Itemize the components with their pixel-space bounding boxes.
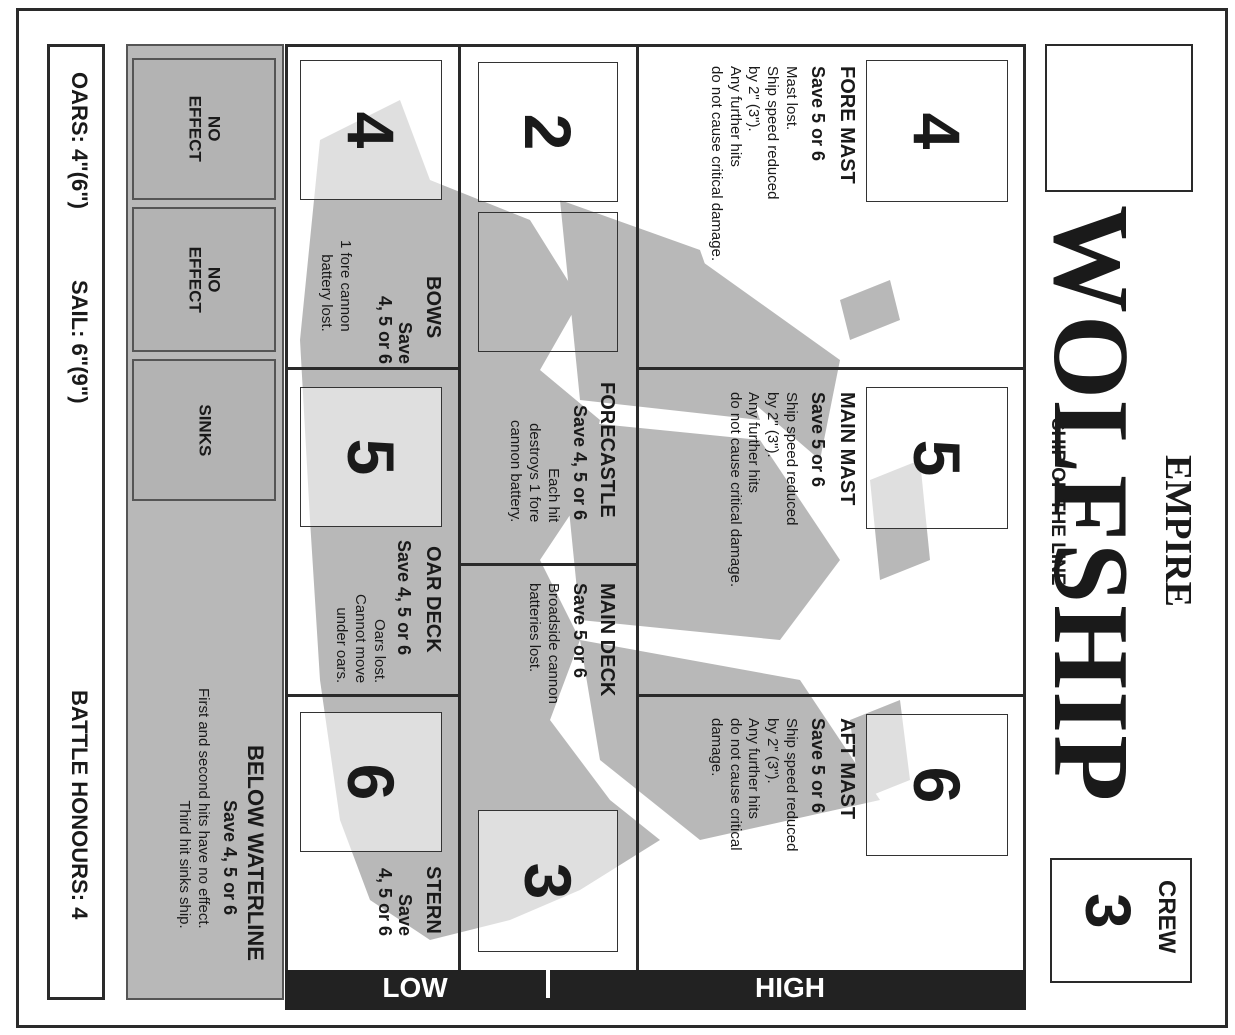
forecastle-save: Save 4, 5 or 6 xyxy=(569,405,590,520)
oar-deck-title: OAR DECK xyxy=(421,546,444,653)
main-mast-text: Ship speed reduced by 2" (3"). Any furth… xyxy=(725,392,800,587)
waterline-save: Save 4, 5 or 6 xyxy=(219,800,240,915)
waterline-cell-1: NO EFFECT xyxy=(132,58,276,200)
aft-mast-number: 6 xyxy=(866,714,1008,856)
blank-box xyxy=(1045,44,1193,192)
crew-label: CREW xyxy=(1152,880,1180,953)
bows-number: 4 xyxy=(301,59,441,201)
bows-save: Save 4, 5 or 6 xyxy=(374,296,414,364)
forecastle-text: Each hit destroys 1 fore cannon battery. xyxy=(506,420,562,522)
grid-divider xyxy=(458,44,461,972)
stern-title: STERN xyxy=(421,866,444,934)
bows-title: BOWS xyxy=(421,276,444,338)
band-high: HIGH xyxy=(740,972,840,1004)
main-mast-title: MAIN MAST xyxy=(835,392,858,505)
grid-divider xyxy=(285,367,460,370)
fore-mast-title: FORE MAST xyxy=(835,66,858,184)
main-mast-save: Save 5 or 6 xyxy=(807,392,828,487)
waterline-cell-3: SINKS xyxy=(132,359,276,501)
waterline-cell-2: NO EFFECT xyxy=(132,207,276,352)
grid-divider xyxy=(458,563,638,566)
forecastle-number: 2 xyxy=(478,62,618,202)
oar-deck-save: Save 4, 5 or 6 xyxy=(393,540,414,655)
band-divider xyxy=(546,970,550,998)
aft-mast-save: Save 5 or 6 xyxy=(807,718,828,813)
aft-mast-text: Ship speed reduced by 2" (3"). Any furth… xyxy=(706,718,800,851)
sail-stat: SAIL: 6"(9") xyxy=(66,280,92,404)
fore-mast-number: 4 xyxy=(866,60,1008,202)
main-deck-text: Broadside cannon batteries lost. xyxy=(525,583,563,704)
forecastle-blank-box xyxy=(478,212,618,352)
grid-divider xyxy=(636,694,1026,697)
faction-label: EMPIRE xyxy=(1156,455,1200,607)
oar-deck-number: 5 xyxy=(301,386,441,528)
waterline-title: BELOW WATERLINE xyxy=(242,745,268,961)
aft-mast-title: AFT MAST xyxy=(835,718,858,819)
main-deck-title: MAIN DECK xyxy=(595,583,618,696)
main-mast-number: 5 xyxy=(866,387,1008,529)
stern-save: Save 4, 5 or 6 xyxy=(374,868,414,936)
main-deck-number: 3 xyxy=(477,811,619,951)
band-low: LOW xyxy=(370,972,460,1004)
grid-divider xyxy=(636,44,639,972)
bows-text: 1 fore cannon battery lost. xyxy=(317,240,355,332)
oars-stat: OARS: 4"(6") xyxy=(66,72,92,209)
forecastle-title: FORECASTLE xyxy=(595,382,618,518)
fore-mast-text: Mast lost. Ship speed reduced by 2" (3")… xyxy=(706,66,800,261)
ship-class: SHIP OF THE LINE xyxy=(1046,418,1068,586)
crew-value: 3 xyxy=(1071,893,1145,929)
fore-mast-save: Save 5 or 6 xyxy=(807,66,828,161)
waterline-text: First and second hits have no effect. Th… xyxy=(175,688,213,929)
grid-divider xyxy=(636,367,1026,370)
oar-deck-text: Oars lost. Cannot move under oars. xyxy=(332,594,388,683)
battle-honours: BATTLE HONOURS: 4 xyxy=(66,690,92,919)
stern-number: 6 xyxy=(301,711,441,853)
grid-divider xyxy=(285,694,460,697)
main-deck-save: Save 5 or 6 xyxy=(569,583,590,678)
